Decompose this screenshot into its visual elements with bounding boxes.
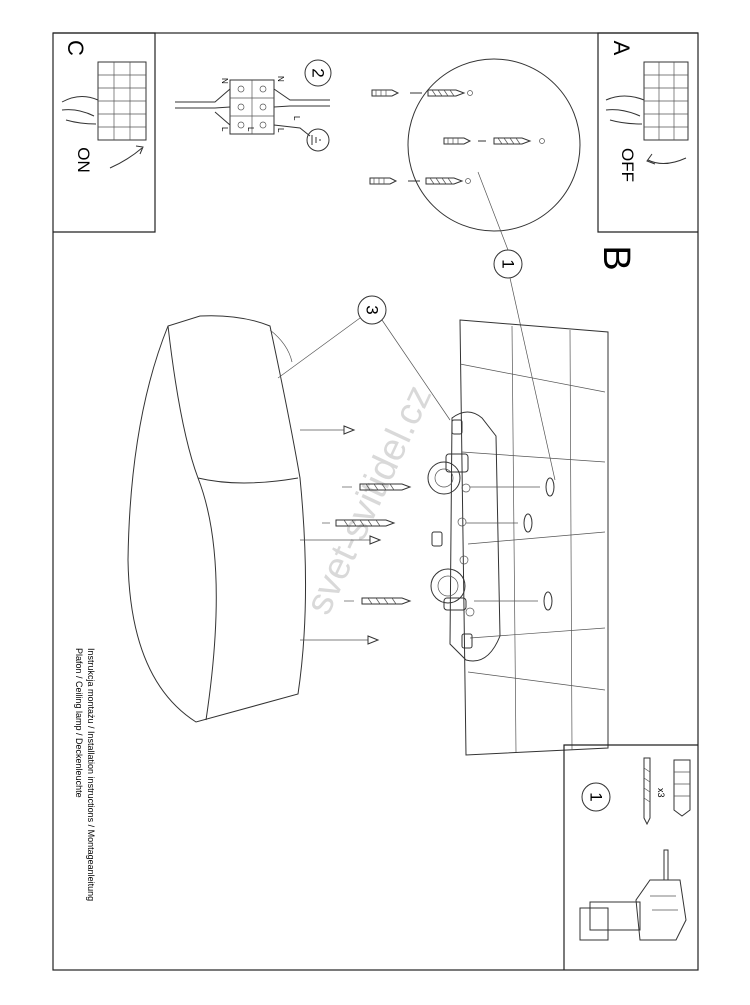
wire-label-n1: N xyxy=(220,78,229,84)
mounting-detail-circle xyxy=(369,58,581,232)
watermark-text: svet-svitidel.cz xyxy=(298,379,440,621)
wire-label-l4: L xyxy=(292,116,301,121)
wires-left xyxy=(175,88,231,126)
wire-label-l3: L xyxy=(276,128,285,133)
wiring-diagram: 2 N N L L L L xyxy=(175,59,332,152)
panel-a: A OFF xyxy=(597,32,698,233)
wire-label-l2: L xyxy=(246,127,255,132)
hand-a xyxy=(605,95,645,125)
terminal-strip-a xyxy=(643,61,689,141)
wire-label-l1: L xyxy=(220,127,229,132)
panel-c: C ON xyxy=(53,32,156,233)
wire-label-n2: N xyxy=(276,76,285,82)
tool-step-circle xyxy=(581,782,611,812)
mounting-screws xyxy=(322,477,555,611)
panel-c-letter: C xyxy=(63,40,88,56)
panel-b-letter: B xyxy=(595,245,637,270)
drill-icon xyxy=(579,849,687,941)
screw-1 xyxy=(342,477,555,497)
step-3-number: 3 xyxy=(363,305,382,314)
screw-detail-3 xyxy=(369,177,471,185)
step-1-callout: 1 xyxy=(477,171,556,481)
base-plate xyxy=(427,411,501,662)
ground-symbol xyxy=(306,128,330,152)
screw-3 xyxy=(344,591,553,611)
hand-c xyxy=(61,96,99,125)
wall-plugs-icon xyxy=(643,757,691,826)
caption-line-1: Instrukcja montażu / Installation instru… xyxy=(86,648,96,901)
panel-a-letter: A xyxy=(609,41,634,56)
terminal-strip-c xyxy=(97,61,147,141)
quantity-label: x3 xyxy=(656,788,666,798)
wires-right xyxy=(273,88,330,137)
socket-1 xyxy=(427,453,469,495)
step-1-number: 1 xyxy=(499,259,518,268)
step-2-number: 2 xyxy=(309,68,328,77)
step-2-circle xyxy=(304,59,332,87)
lamp-shade xyxy=(127,315,382,723)
ceiling-surface xyxy=(459,319,609,756)
caption: Instrukcja montażu / Installation instru… xyxy=(74,648,96,901)
screw-detail-2 xyxy=(443,137,545,145)
socket-2 xyxy=(430,568,467,611)
tool-panel: 1 x3 xyxy=(563,744,698,970)
step-3-callout: 3 xyxy=(277,295,451,421)
switch-arrow-a xyxy=(647,157,687,164)
screw-detail-1 xyxy=(371,89,473,97)
off-label: OFF xyxy=(618,148,637,182)
screw-2 xyxy=(322,513,533,533)
on-label: ON xyxy=(74,147,93,173)
switch-arrow-c xyxy=(109,147,143,169)
page-frame xyxy=(52,32,699,971)
caption-line-2: Plafon / Ceiling lamp / Deckenleuchte xyxy=(74,648,84,798)
tool-step-number: 1 xyxy=(587,792,606,801)
